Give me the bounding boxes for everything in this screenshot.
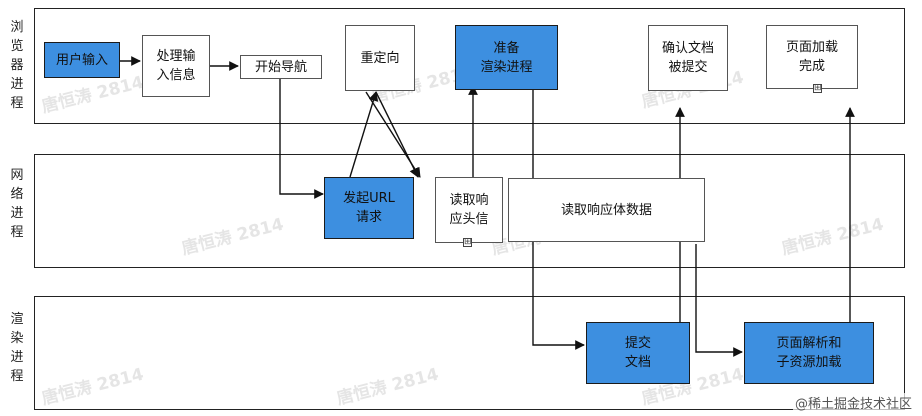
expand-icon[interactable]: ⊞ <box>463 237 472 247</box>
arrow-redirect-to-url-request <box>365 91 421 178</box>
read-response-headers-node: 读取响 应头信 <box>435 177 503 243</box>
network-process-label: 网络进程 <box>10 168 24 240</box>
send-url-request-node: 发起URL 请求 <box>324 177 414 239</box>
user-input-node: 用户输入 <box>44 42 120 78</box>
redirect-node: 重定向 <box>345 25 415 91</box>
renderer-process-label: 渲染进程 <box>10 312 24 384</box>
arrow-navigation-to-url-request <box>279 78 324 199</box>
process-input-node: 处理输 入信息 <box>142 35 210 97</box>
arrow-prepare-to-commit <box>532 90 585 350</box>
confirm-document-node: 确认文档 被提交 <box>648 25 728 91</box>
credit-text: @稀土掘金技术社区 <box>792 393 914 412</box>
arrow-url-request-to-redirect <box>349 91 379 178</box>
expand-icon[interactable]: ⊞ <box>813 83 822 93</box>
browser-process-label: 浏览器进程 <box>10 20 24 111</box>
parse-and-load-node: 页面解析和 子资源加载 <box>744 322 874 384</box>
read-response-body-node: 读取响应体数据 <box>508 178 705 242</box>
arrow-body-to-parse <box>695 244 743 357</box>
start-navigation-node: 开始导航 <box>240 55 322 79</box>
page-load-complete-node: 页面加载 完成 <box>766 25 858 89</box>
prepare-renderer-node: 准备 渲染进程 <box>455 25 558 90</box>
commit-document-node: 提交 文档 <box>586 322 690 384</box>
